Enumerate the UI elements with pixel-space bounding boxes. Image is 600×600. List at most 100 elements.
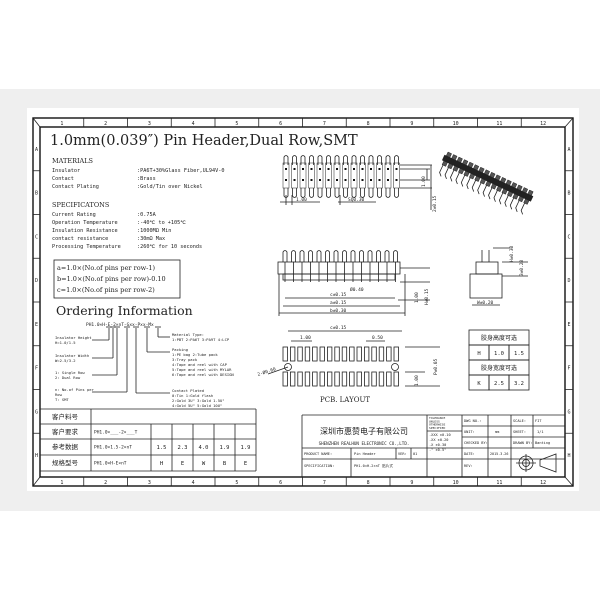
ordering-right-label: 6:Tape and reel with DESIGN [172,372,234,377]
product-name: Pin Header [354,452,376,456]
pin-square [353,179,355,181]
pin-top [343,188,348,198]
ruler-column-bottom: 1 [60,480,63,486]
pcb-hole [284,363,292,371]
ruler-row-right: G [567,409,570,415]
pin-square [310,179,313,181]
pin-square [353,168,355,170]
ruler-row-left: H [35,453,38,459]
insulator-cell [350,162,358,189]
dim-front-c: c±0.15 [330,292,347,298]
ruler-row-right: A [567,147,570,153]
dim-side-w: W±0.20 [477,300,494,306]
pin-square [395,179,398,181]
pin-square [302,179,304,181]
ordering-right-label: 5:Tape and reel with MYLAR [172,367,232,372]
pin-top [368,155,374,165]
drawn-by-value: Banting [535,441,550,445]
spec-value: :-40℃ to +105℃ [137,220,186,226]
pcb-hole [391,363,399,371]
pin-top [377,188,382,198]
drawing-title: 1.0mm(0.039″) Pin Header,Dual Row,SMT [50,133,358,149]
pcb-pad [371,346,377,362]
pin-top [326,155,331,165]
formula-c: c=1.0×(No.of pins per row-2) [57,286,155,294]
pin-top [283,155,289,165]
spec-label: Insulation Resistance [52,228,118,234]
dim-pcb-pad: 0.50 [372,335,383,341]
spec-label: contact resistance [52,236,108,242]
dim-top-pitch: 1.00 [296,197,307,203]
tolerance-header: SPECIFIED [429,426,445,430]
pin-top [317,188,323,198]
pin-top [334,188,340,198]
ruler-row-left: G [35,409,38,415]
ruler-row-right: E [567,322,570,328]
scale-value: FIT [535,419,542,423]
pcb-pad [378,371,385,387]
sheet-label: SHEET: [513,430,526,434]
ordering-heading: Ordering Information [56,303,193,318]
spec-label: Processing Temperature [52,244,121,250]
specifications-heading: SPECIFICATONS [52,201,109,209]
ruler-row-right: C [567,234,570,240]
specification-label: SPECIFICATION: [304,464,334,468]
customer-table-cell: E [181,461,184,467]
ordering-left-label: H=1.0/1.5 [55,340,76,345]
pin-square [327,168,330,170]
dim-front-b: b±0.30 [330,308,347,314]
pin-top [300,188,306,198]
pin-front [350,250,356,262]
pcb-pad [349,346,355,362]
ordering-left-label: Insulator Height [55,335,92,340]
projection-symbol-icon [516,453,557,473]
spec-value: :1000MΩ Min [137,228,171,234]
insulator-cell [308,162,315,189]
tolerance-value: .° ±0.5° [429,448,446,452]
customer-table-label: 规格型号 [52,458,79,467]
insulator-base [282,273,396,281]
pcb-pad [289,346,296,362]
pin-front [299,250,305,262]
tolerance-value: .XXX ±0.10 [429,433,451,437]
pcb-pad [363,371,370,387]
dim-side-h2: 3±0.20 [519,259,525,276]
pcb-pad [378,346,385,362]
customer-table-label: 客户料号 [52,412,79,421]
pcb-pad [319,346,325,362]
ordering-left-label: n: No.of Pins per [55,387,95,392]
unit-value: mm [495,430,499,434]
pin-square [327,179,330,181]
insulator-cell [376,162,383,189]
pcb-pad [304,371,311,387]
pin-top [317,155,323,165]
customer-table-cell: 2.3 [178,445,188,451]
insulator-cell [282,162,290,189]
pin-front [359,250,364,262]
pin-top [309,188,314,198]
pin-square [336,179,338,181]
pcb-pad [326,346,333,362]
projection-cone [539,453,557,473]
insulator-cell [316,162,324,189]
ruler-column-bottom: 12 [540,480,546,486]
pcb-layout-label: PCB. LAYOUT [320,396,370,404]
specification-value: PH1.0×H-2×nT 贴片式 [354,463,393,468]
ruler-column-bottom: 11 [496,480,502,486]
pcb-pad [319,371,325,387]
dim-front-h: H±0.15 [424,288,430,305]
pin-top [394,155,399,165]
pin-top [360,188,365,198]
customer-table-cell: 1.9 [220,445,230,451]
customer-table-label: 客户要求 [52,427,79,436]
pin-square [344,168,347,170]
material-value: :PA6T+30%Glass Fiber,UL94V-0 [137,168,224,174]
dim-side-h1: H±0.30 [509,245,515,262]
customer-table-cell: E [244,461,247,467]
pin-square [378,168,381,170]
pcb-pad [356,371,362,387]
insulator-cell [333,162,341,189]
3d-pin-leg [471,180,476,192]
